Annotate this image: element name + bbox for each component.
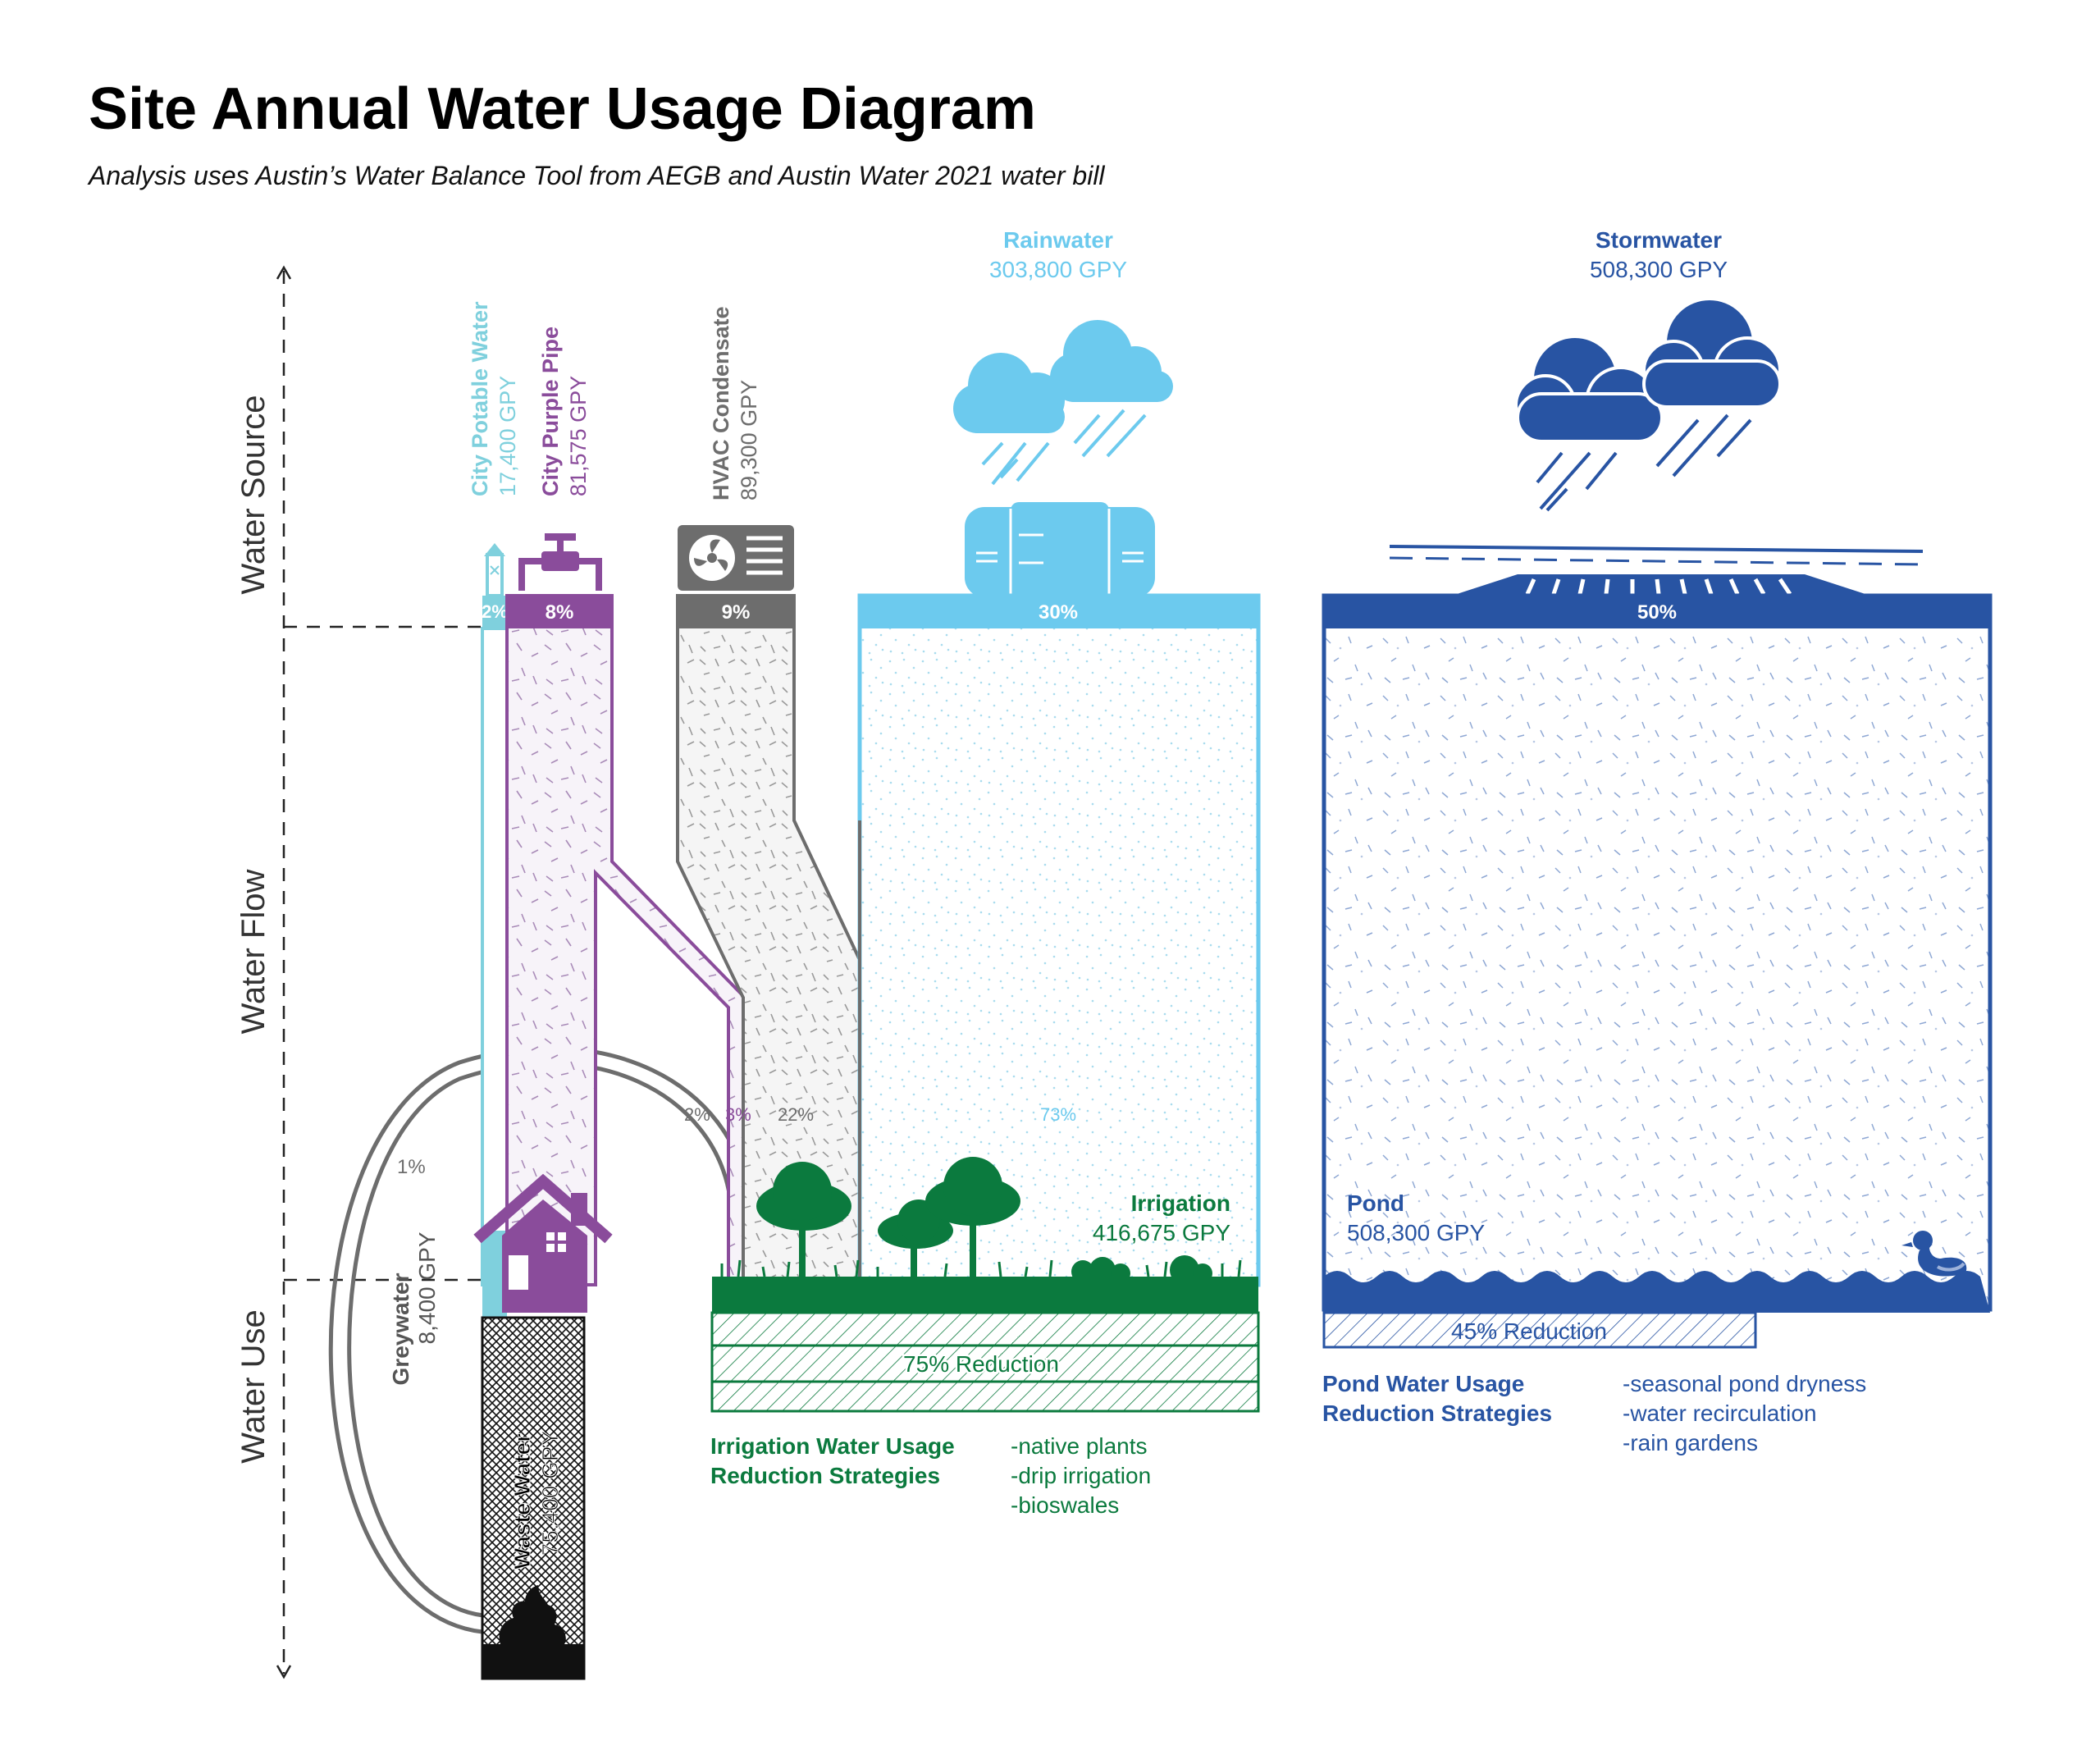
irrigation-reduction: 75% Reduction	[903, 1351, 1059, 1377]
duck-icon	[1901, 1231, 1967, 1277]
rain-amount: 303,800 GPY	[989, 257, 1127, 282]
irrigation-strategies: Irrigation Water Usage Reduction Strateg…	[710, 1433, 1151, 1518]
hvac-column: HVAC Condensate 89,300 GPY 9%	[676, 306, 861, 1286]
pond-label: Pond	[1347, 1190, 1404, 1216]
potable-amount: 17,400 GPY	[495, 376, 520, 496]
pond-strategy-item: -seasonal pond dryness	[1623, 1371, 1866, 1396]
pond-strategies: Pond Water Usage Reduction Strategies -s…	[1322, 1371, 1866, 1455]
irrigation-label: Irrigation	[1131, 1190, 1230, 1216]
water-tower-icon	[484, 543, 505, 597]
waste-water-label: Waste Water	[509, 1433, 535, 1570]
potable-column: City Potable Water 17,400 GPY 2%	[468, 301, 520, 1318]
irrigation-strategy-item: -bioswales	[1011, 1492, 1119, 1518]
purple-percent: 8%	[546, 601, 574, 624]
potable-percent: 2%	[482, 601, 508, 622]
page-subtitle: Analysis uses Austin’s Water Balance Too…	[89, 161, 1105, 190]
waste-water-amount: 75,400 GPY	[537, 1430, 563, 1556]
pond-strategy-item: -water recirculation	[1623, 1400, 1817, 1426]
ground-surface-lines	[1389, 545, 1924, 566]
storm-name: Stormwater	[1596, 227, 1722, 253]
pond-strategies-title-1: Pond Water Usage	[1322, 1371, 1524, 1396]
purple-to-irrigation-percent: 3%	[725, 1104, 751, 1125]
axis-label-water-flow: Water Flow	[235, 870, 272, 1035]
greywater-amount: 8,400 GPY	[414, 1231, 440, 1344]
stormwater-column: Stormwater 508,300 GPY	[1322, 227, 1993, 1349]
purple-pipe-column: City Purple Pipe 81,575 GPY 8%	[505, 327, 746, 1286]
irrigation-strategies-title-2: Reduction Strategies	[710, 1463, 940, 1488]
rainwater-column: Rainwater 303,800 GPY 30%	[857, 227, 1261, 1287]
rain-to-irrigation-percent: 73%	[1040, 1104, 1076, 1125]
greywater-label: Greywater	[388, 1273, 413, 1385]
potable-to-irrigation-percent: 2%	[684, 1104, 710, 1125]
pond-amount: 508,300 GPY	[1347, 1220, 1485, 1245]
greywater-percent: 1%	[397, 1156, 426, 1178]
purple-name: City Purple Pipe	[538, 327, 563, 496]
pond-strategies-title-2: Reduction Strategies	[1322, 1400, 1552, 1426]
potable-name: City Potable Water	[468, 301, 492, 496]
rain-cloud-icon	[953, 320, 1173, 433]
irrigation-area: 75% Reduction Irrigation 416,675 GPY	[710, 1157, 1260, 1413]
page-title: Site Annual Water Usage Diagram	[89, 76, 1036, 142]
pond-strategy-item: -rain gardens	[1623, 1430, 1758, 1455]
pond-water	[1324, 1271, 1990, 1313]
storm-amount: 508,300 GPY	[1590, 257, 1728, 282]
storm-cloud-icon	[1514, 297, 1782, 443]
irrigation-strategy-item: -native plants	[1011, 1433, 1148, 1459]
irrigation-amount: 416,675 GPY	[1093, 1220, 1230, 1245]
rain-percent: 30%	[1039, 601, 1078, 624]
irrigation-strategies-title-1: Irrigation Water Usage	[710, 1433, 955, 1459]
rain-name: Rainwater	[1003, 227, 1113, 253]
valve-icon	[518, 533, 602, 591]
axis-label-water-source: Water Source	[235, 395, 272, 594]
house-icon	[473, 1173, 613, 1313]
ac-unit-icon	[678, 525, 794, 591]
rain-drops-icon	[981, 409, 1147, 486]
storm-percent: 50%	[1637, 601, 1677, 624]
hvac-percent: 9%	[722, 601, 751, 624]
hvac-name: HVAC Condensate	[709, 306, 733, 500]
purple-amount: 81,575 GPY	[566, 376, 591, 496]
pond-reduction: 45% Reduction	[1451, 1318, 1607, 1344]
stage-axis: Water Source Water Flow Water Use	[235, 265, 482, 1679]
hvac-to-irrigation-percent: 22%	[778, 1104, 814, 1125]
greywater-loop: 1% Greywater 8,400 GPY	[328, 1046, 754, 1635]
hvac-amount: 89,300 GPY	[737, 380, 761, 500]
grass-icon	[720, 1259, 1242, 1277]
storm-rain-icon	[1536, 414, 1752, 512]
cistern-tank-icon	[965, 502, 1155, 601]
waste-water-column: Waste Water 75,400 GPY	[481, 1316, 586, 1680]
storm-drain-grate-icon	[1452, 574, 1870, 596]
irrigation-strategy-item: -drip irrigation	[1011, 1463, 1151, 1488]
axis-label-water-use: Water Use	[235, 1309, 272, 1463]
tree-icons	[756, 1157, 1212, 1285]
